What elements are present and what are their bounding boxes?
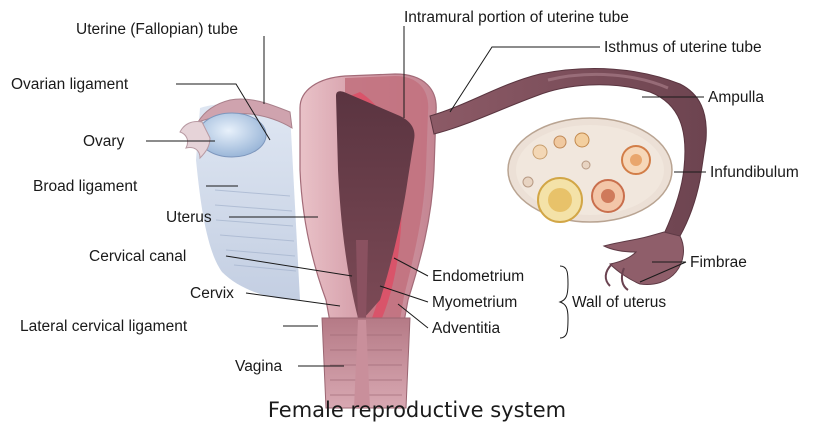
label-uterine-tube: Uterine (Fallopian) tube [76, 21, 238, 38]
label-cervix: Cervix [190, 285, 234, 302]
label-lateral-cervical-ligament: Lateral cervical ligament [20, 318, 188, 335]
label-uterus: Uterus [166, 209, 212, 226]
label-infundibulum: Infundibulum [710, 164, 799, 181]
label-ampulla: Ampulla [708, 89, 764, 106]
label-isthmus: Isthmus of uterine tube [604, 39, 762, 56]
label-broad-ligament: Broad ligament [33, 178, 138, 195]
right-fimbriae [604, 232, 683, 285]
label-ovarian-ligament: Ovarian ligament [11, 76, 129, 93]
label-myometrium: Myometrium [432, 294, 517, 311]
label-endometrium: Endometrium [432, 268, 524, 285]
label-ovary: Ovary [83, 133, 125, 150]
figure-caption: Female reproductive system [268, 398, 566, 422]
label-wall-of-uterus: Wall of uterus [572, 294, 666, 311]
label-cervical-canal: Cervical canal [89, 248, 186, 265]
label-adventitia: Adventitia [432, 320, 500, 337]
label-fimbrae: Fimbrae [690, 254, 747, 271]
label-vagina: Vagina [235, 358, 282, 375]
cervical-canal [356, 240, 368, 322]
label-intramural-portion: Intramural portion of uterine tube [404, 9, 629, 26]
